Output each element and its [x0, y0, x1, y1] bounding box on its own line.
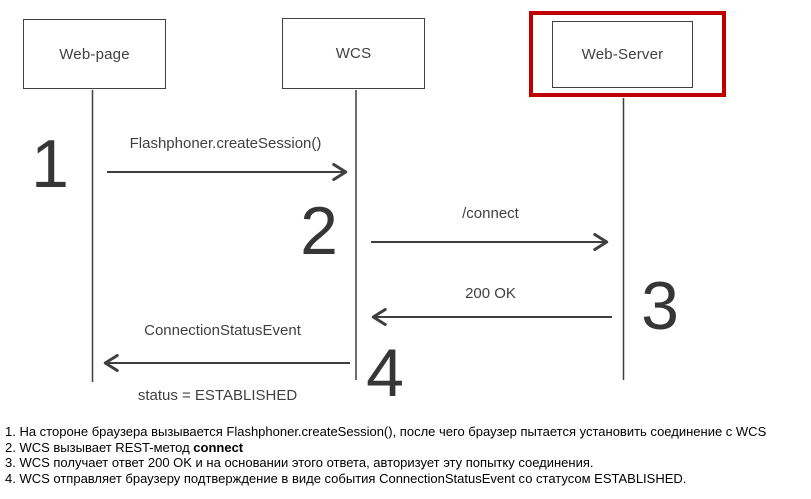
step-number-4: 4 — [366, 335, 404, 411]
note-line-3: 3. WCS получает ответ 200 OK и на основа… — [5, 455, 805, 471]
explanation-notes: 1. На стороне браузера вызывается Flashp… — [5, 424, 805, 486]
step-number-1: 1 — [31, 126, 69, 202]
note-line-2-bold: connect — [193, 439, 244, 455]
actor-label-web-server: Web-Server — [581, 46, 664, 63]
actor-box-wcs: WCS — [282, 18, 425, 89]
step-number-2: 2 — [300, 193, 338, 269]
message-label-create-session: Flashphoner.createSession() — [129, 135, 322, 152]
message-label-connect: /connect — [462, 205, 519, 222]
actor-label-wcs: WCS — [335, 45, 372, 62]
note-line-2: 2. WCS вызывает REST-метод connect — [5, 440, 805, 456]
diagram-lines-layer — [91, 90, 625, 382]
actor-box-web-server: Web-Server — [552, 21, 693, 88]
actor-box-web-page: Web-page — [23, 19, 166, 89]
note-line-4: 4. WCS отправляет браузеру подтверждение… — [5, 471, 805, 487]
actor-label-web-page: Web-page — [59, 45, 130, 63]
note-line-1: 1. На стороне браузера вызывается Flashp… — [5, 424, 805, 440]
note-line-2-text: 2. WCS вызывает REST-метод — [5, 439, 194, 455]
note-line-3-text: 3. WCS получает ответ 200 OK и на основа… — [5, 455, 594, 470]
note-line-4-text: 4. WCS отправляет браузеру подтверждение… — [5, 470, 687, 486]
note-line-1-text: 1. На стороне браузера вызывается Flashp… — [5, 424, 767, 439]
message-sublabel-status-established: status = ESTABLISHED — [137, 387, 298, 404]
message-label-200-ok: 200 OK — [465, 285, 516, 302]
message-label-connection-status-event: ConnectionStatusEvent — [144, 322, 301, 339]
red-highlight-rect — [529, 11, 726, 97]
step-number-3: 3 — [641, 268, 679, 344]
